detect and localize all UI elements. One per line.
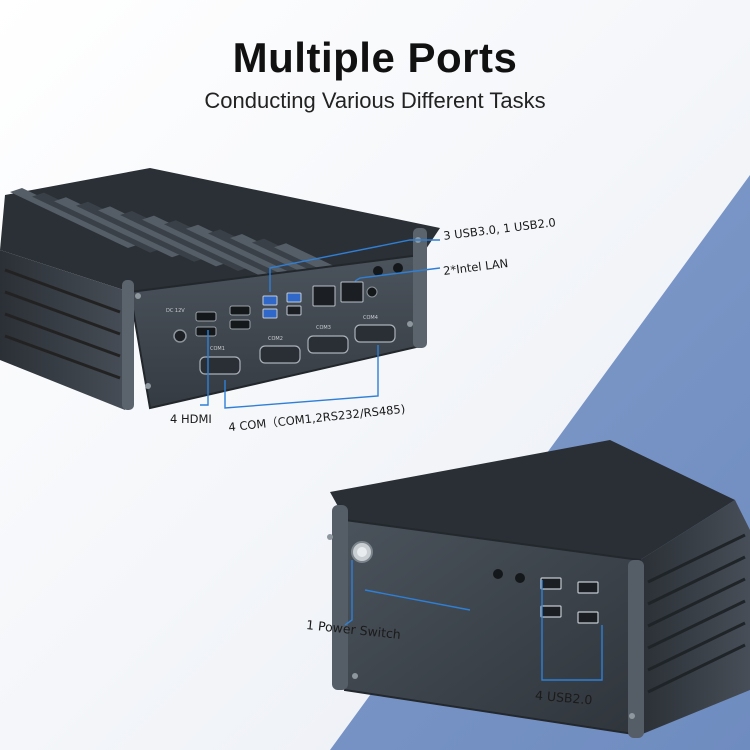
heatsink-fin	[120, 211, 250, 271]
callout-lines-bottom	[344, 560, 603, 681]
heatsink-fin	[76, 201, 206, 262]
heatsink-fin	[164, 220, 294, 281]
heatsink-fin	[186, 224, 316, 285]
callout-lines-top	[200, 239, 441, 409]
page-title: Multiple Ports	[232, 34, 518, 81]
heatsink-fin	[54, 197, 184, 258]
com1-tag: COM1	[210, 346, 225, 352]
page-subtitle: Conducting Various Different Tasks	[204, 88, 546, 113]
callout-hdmi: 4 HDMI	[170, 412, 212, 426]
heatsink-fin	[98, 206, 228, 267]
com4-tag: COM4	[363, 315, 378, 321]
heatsink-fin	[10, 188, 140, 248]
bottom-device	[327, 440, 750, 738]
com3-tag: COM3	[316, 325, 331, 331]
heatsink-fin	[142, 215, 272, 276]
heatsink-fin	[32, 192, 162, 253]
com2-tag: COM2	[268, 336, 283, 342]
dc-tag: DC 12V	[166, 308, 185, 314]
top-device	[0, 168, 440, 410]
